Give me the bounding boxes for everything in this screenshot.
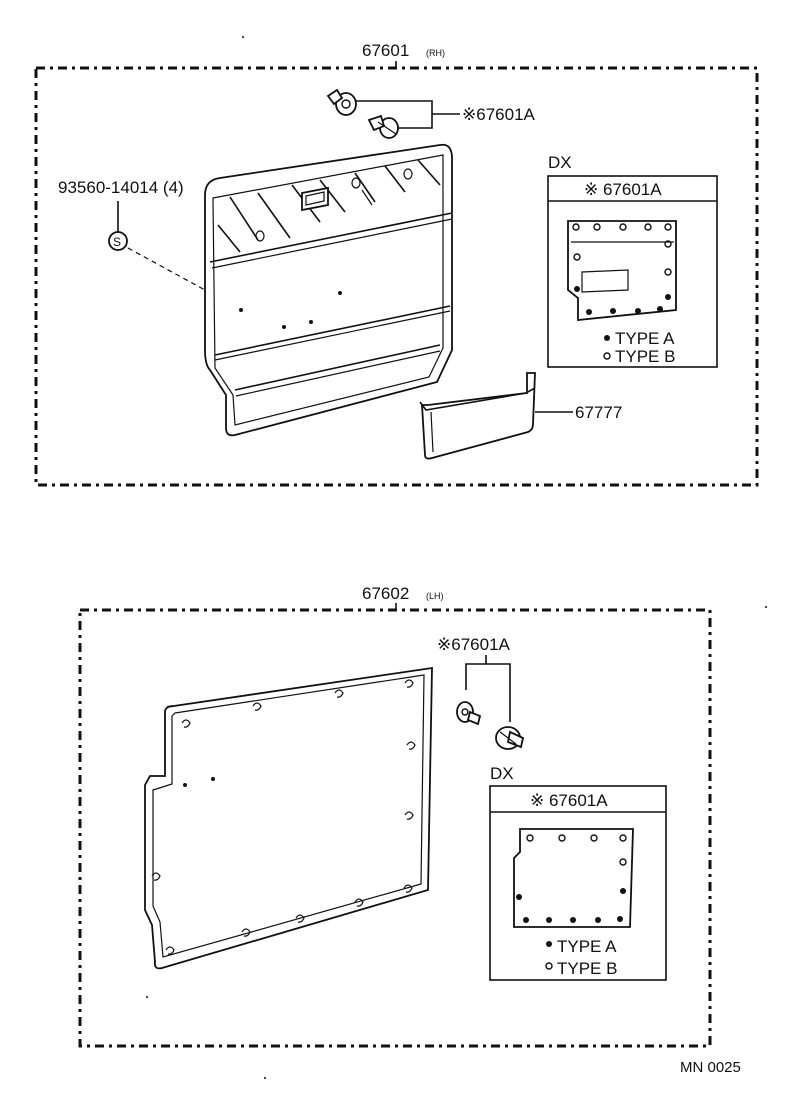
upper-screw-symbol: S (113, 235, 121, 249)
lower-dx-label: DX (490, 764, 514, 783)
lower-clip-type-b (495, 726, 525, 750)
lower-dx-box-title: ※ 67601A (530, 791, 608, 810)
upper-pocket-67777 (419, 372, 536, 460)
speck (146, 996, 148, 998)
lower-part-number: 67602 (362, 584, 409, 603)
lower-legend-type-b-marker (545, 962, 553, 970)
upper-dx-box-title: ※ 67601A (584, 180, 662, 199)
lower-legend-type-b: TYPE B (557, 959, 617, 978)
upper-screw-callout: 93560-14014 (4) (58, 178, 184, 197)
upper-screw-dashed-leader (127, 247, 206, 291)
upper-assembly: 67601 (RH) ※67601A 93560-14014 (4) S (34, 41, 759, 487)
upper-dx-panel (567, 220, 677, 321)
upper-pocket-callout: 67777 (575, 403, 622, 422)
upper-side-label: (RH) (426, 48, 445, 58)
lower-dx-panel (513, 828, 634, 928)
upper-legend-type-b-marker (603, 352, 611, 360)
upper-part-number: 67601 (362, 41, 409, 60)
upper-legend-type-a: TYPE A (615, 329, 675, 348)
upper-dx-box (547, 175, 718, 368)
lower-legend-type-a: TYPE A (557, 937, 617, 956)
lower-trim-board (144, 666, 433, 970)
upper-dx-label: DX (548, 153, 572, 172)
lower-clip-type-a (456, 701, 482, 726)
lower-dx-box (489, 785, 667, 981)
lower-assembly-frame (78, 608, 712, 1048)
speck (242, 36, 244, 38)
lower-clip-callout: ※67601A (437, 635, 511, 654)
speck (765, 606, 767, 608)
upper-legend-type-b: TYPE B (615, 347, 675, 366)
upper-assembly-frame (34, 66, 759, 487)
upper-clip-type-a (326, 88, 357, 116)
upper-clip-type-b (367, 114, 399, 139)
lower-clip-bracket (465, 663, 511, 722)
upper-legend-type-a-marker (604, 335, 610, 341)
upper-trim-board (204, 143, 453, 437)
diagram-code: MN 0025 (680, 1059, 741, 1076)
speck (264, 1077, 266, 1079)
lower-legend-type-a-marker (546, 941, 552, 947)
lower-assembly: 67602 (LH) ※67601A (78, 584, 712, 1048)
upper-clip-callout: ※67601A (462, 105, 536, 124)
lower-side-label: (LH) (426, 591, 444, 601)
upper-screw-symbol-circle (108, 231, 128, 251)
